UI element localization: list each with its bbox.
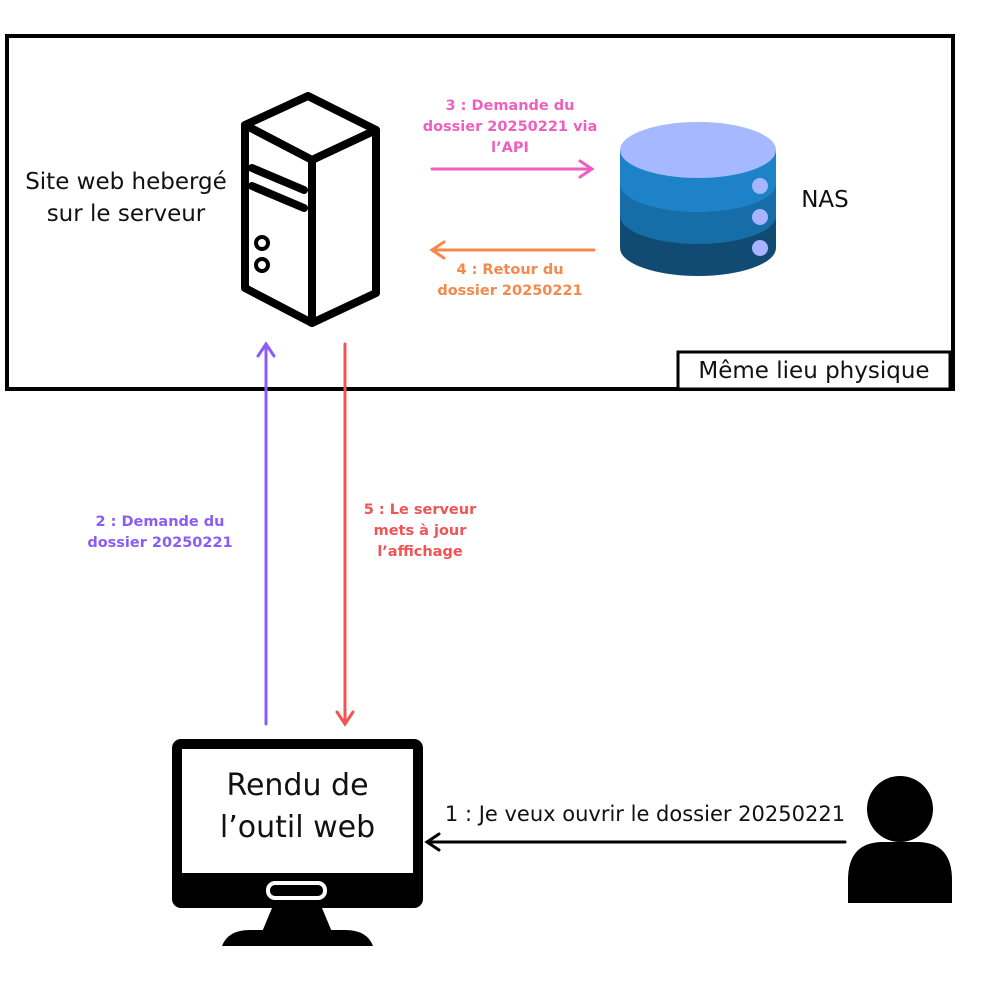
person-icon <box>848 776 952 903</box>
server-tower-icon <box>241 92 380 327</box>
nas-label: NAS <box>801 187 849 213</box>
step-3-label: 3 : Demande du dossier 20250221 via l’AP… <box>422 98 598 157</box>
client-label: Rendu de l’outil web <box>219 768 376 845</box>
physical-location-tag <box>676 350 952 391</box>
desktop-monitor-icon <box>172 739 423 946</box>
step-4-label: 4 : Retour du dossier 20250221 <box>437 262 583 300</box>
arrow-step-2 <box>256 341 276 726</box>
arrow-step-5 <box>335 342 355 727</box>
server-label: Site web hebergé sur le serveur <box>25 169 227 228</box>
arrow-step-4 <box>429 240 596 260</box>
physical-location-label: Même lieu physique <box>698 358 930 384</box>
arrow-step-1 <box>424 832 847 852</box>
database-cylinder-icon <box>620 122 776 276</box>
step-5-label: 5 : Le serveur mets à jour l’affichage <box>363 502 477 561</box>
arrow-step-3 <box>430 159 595 179</box>
step-1-label: 1 : Je veux ouvrir le dossier 20250221 <box>444 802 846 826</box>
physical-location-box <box>5 34 955 391</box>
step-2-label: 2 : Demande du dossier 20250221 <box>87 514 233 552</box>
